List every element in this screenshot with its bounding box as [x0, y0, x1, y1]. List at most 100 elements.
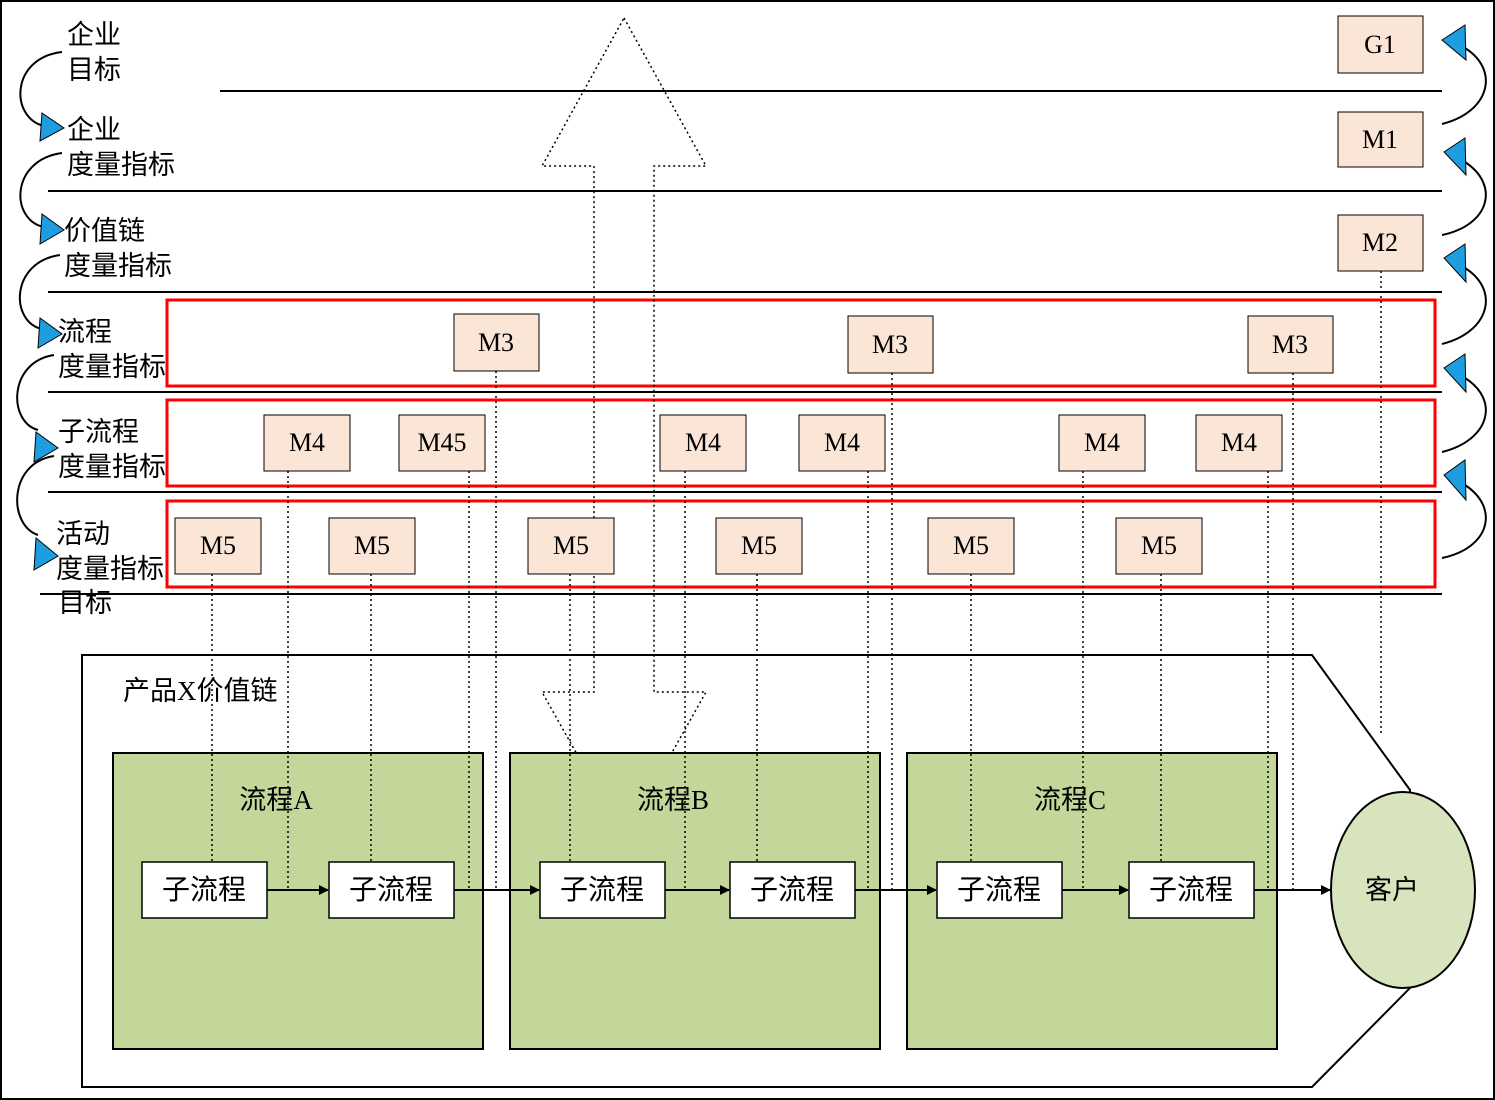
- metric-box-m2: [1337, 214, 1424, 272]
- process-band: [165, 298, 1437, 388]
- metric-m5-label: M5: [354, 531, 390, 560]
- metric-g1-label: G1: [1364, 30, 1396, 59]
- process-a-label: 流程A: [239, 785, 313, 815]
- metric-box-m5: [927, 517, 1015, 575]
- subprocess-boxes: 子流程 子流程 子流程 子流程 子流程 子流程: [141, 861, 1255, 919]
- metric-m3-label: M3: [872, 330, 908, 359]
- subprocess-band: [165, 398, 1437, 488]
- subprocess-label: 子流程: [1149, 874, 1233, 906]
- svg-text:度量指标: 度量指标: [64, 251, 172, 281]
- svg-text:活动: 活动: [56, 519, 110, 549]
- level-6-line-2: 度量指标: [56, 554, 164, 584]
- level-4-line-1: 流程: [58, 317, 112, 347]
- svg-text:价值链: 价值链: [64, 216, 145, 246]
- activity-band: [165, 499, 1437, 589]
- level-2-line-1: 企业: [67, 115, 121, 145]
- metric-m4-label: M4: [1084, 428, 1120, 457]
- cycle-arrow-right-5-icon: [1441, 459, 1487, 559]
- customer-label: 客户: [1365, 875, 1419, 905]
- level-3-line-2: 度量指标: [64, 251, 172, 281]
- cycle-arrow-right-1-icon: [1441, 24, 1487, 125]
- metric-connectors: [211, 271, 1382, 890]
- subprocess-box: [141, 861, 268, 919]
- metric-box-m5: [527, 517, 615, 575]
- metric-m3-label: M3: [1272, 330, 1308, 359]
- svg-text:目标: 目标: [67, 55, 121, 85]
- metric-box-m4: [659, 414, 747, 472]
- level-5-line-1: 子流程: [58, 417, 139, 447]
- metric-box-m4: [798, 414, 886, 472]
- level-2-line-2: 度量指标: [67, 150, 175, 180]
- metric-m5-label: M5: [553, 531, 589, 560]
- cycle-arrow-left-4-icon: [16, 354, 59, 463]
- svg-text:企业: 企业: [67, 115, 121, 145]
- subprocess-label: 子流程: [750, 874, 834, 906]
- svg-text:流程: 流程: [58, 317, 112, 347]
- metric-m4-label: M4: [685, 428, 721, 457]
- cycle-arrow-right-3-icon: [1441, 243, 1487, 345]
- metric-m3-label: M3: [478, 328, 514, 357]
- level-3-line-1: 价值链: [64, 216, 145, 246]
- value-chain-title: 产品X价值链: [123, 676, 278, 706]
- metric-box-m4: [263, 414, 351, 472]
- svg-text:度量指标: 度量指标: [58, 452, 166, 482]
- subprocess-label: 子流程: [560, 874, 644, 906]
- subprocess-label: 子流程: [349, 874, 433, 906]
- svg-text:目标: 目标: [58, 588, 112, 618]
- metric-m5-label: M5: [953, 531, 989, 560]
- customer-ellipse: [1330, 791, 1476, 989]
- svg-text:子流程: 子流程: [58, 417, 139, 447]
- metric-m5-label: M5: [741, 531, 777, 560]
- level-4-line-2: 度量指标: [58, 352, 166, 382]
- metric-m4-label: M4: [289, 428, 325, 457]
- subprocess-label: 子流程: [162, 874, 246, 906]
- svg-text:度量指标: 度量指标: [67, 150, 175, 180]
- level-labels: 企业 目标 企业 度量指标 价值链 度量指标 流程 度量指标 子流程 度量指标 …: [56, 20, 175, 618]
- metric-box-m45: [398, 414, 486, 472]
- metric-box-g1: [1337, 15, 1424, 74]
- metric-box-m5: [174, 517, 262, 575]
- metric-m5-label: M5: [200, 531, 236, 560]
- metric-box-m3: [1247, 315, 1334, 374]
- metric-box-m3: [453, 313, 540, 372]
- svg-text:度量指标: 度量指标: [58, 352, 166, 382]
- cycle-arrow-left-2-icon: [19, 152, 65, 245]
- metric-m1-label: M1: [1362, 125, 1398, 154]
- cycle-arrow-left-1-icon: [19, 51, 65, 142]
- metric-box-m1: [1337, 111, 1424, 168]
- level-1-line-1: 企业: [67, 20, 121, 50]
- right-cycle-arrows: [1441, 24, 1487, 559]
- cycle-arrow-right-4-icon: [1441, 353, 1487, 453]
- metric-m5-label: M5: [1141, 531, 1177, 560]
- subprocess-box: [729, 861, 856, 919]
- metric-box-m3: [847, 315, 934, 374]
- process-c-label: 流程C: [1034, 785, 1106, 815]
- metric-box-m5: [715, 517, 803, 575]
- cycle-arrow-left-3-icon: [18, 254, 63, 349]
- cycle-arrow-left-5-icon: [16, 455, 59, 571]
- metric-boxes: G1 M1 M2 M3 M3 M3 M4 M45 M4 M4 M4 M4 M5 …: [174, 15, 1424, 575]
- metric-m4-label: M4: [1221, 428, 1257, 457]
- subprocess-label: 子流程: [957, 874, 1041, 906]
- subprocess-box: [328, 861, 455, 919]
- level-separators: [40, 90, 1442, 595]
- metric-box-m5: [328, 517, 416, 575]
- left-cycle-arrows: [16, 51, 65, 571]
- level-6-line-1: 活动: [56, 519, 110, 549]
- subprocess-box: [539, 861, 666, 919]
- metric-m4-label: M4: [824, 428, 860, 457]
- level-5-line-2: 度量指标: [58, 452, 166, 482]
- highlight-bands: [165, 298, 1437, 589]
- subprocess-box: [936, 861, 1063, 919]
- metric-box-m4: [1058, 414, 1146, 472]
- metric-box-m5: [1115, 517, 1203, 575]
- svg-text:度量指标: 度量指标: [56, 554, 164, 584]
- svg-text:企业: 企业: [67, 20, 121, 50]
- metric-m45-label: M45: [417, 428, 466, 457]
- metric-box-m4: [1195, 414, 1283, 472]
- cycle-arrow-right-2-icon: [1441, 137, 1487, 236]
- level-6-line-3: 目标: [58, 588, 112, 618]
- level-1-line-2: 目标: [67, 55, 121, 85]
